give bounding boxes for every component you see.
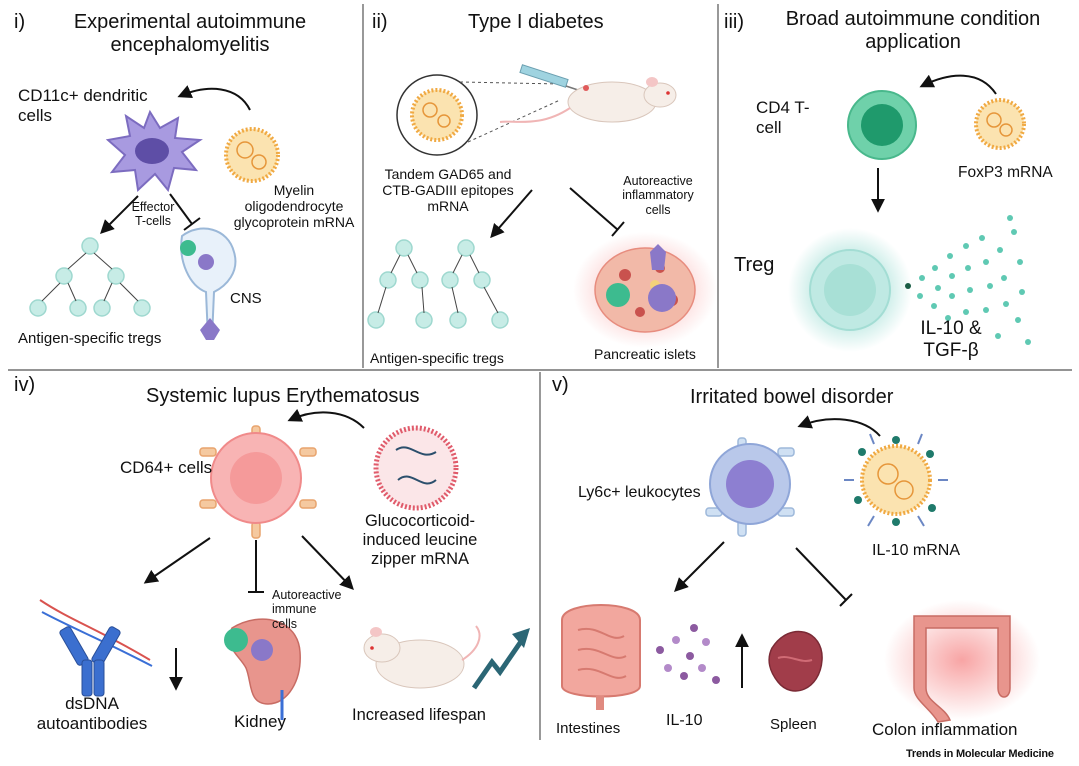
il10-dots	[656, 624, 720, 684]
foxp3-lnp	[974, 98, 1026, 150]
arrow-lnp-to-cd4	[919, 74, 997, 95]
panel-1-number: i)	[14, 11, 26, 33]
arrow-lnp-to-dc	[177, 85, 251, 111]
panel-3-mrna: FoxP3 mRNA	[958, 164, 1053, 181]
panel-5-il10: IL-10	[666, 712, 703, 729]
panel-2-organ: Pancreatic islets	[594, 346, 696, 362]
panel-3-target: CD4 T- cell	[756, 98, 810, 137]
arrow-to-tregs-2	[490, 189, 533, 239]
cd4-cell	[847, 90, 917, 160]
arrow-to-tregs	[100, 195, 139, 234]
panel-3-graphics	[788, 74, 1031, 352]
panel-4-antibodies: dsDNA autoantibodies	[36, 694, 148, 733]
panel-3-treg: Treg	[734, 254, 775, 276]
arrow-to-lifespan	[301, 535, 354, 591]
inhibition-to-islets	[569, 187, 625, 237]
panel-4-number: iv)	[14, 374, 36, 396]
panel-2-title: Type I diabetes	[468, 11, 604, 33]
spleen	[768, 630, 823, 692]
lnp-particle	[224, 127, 280, 183]
panel-2-number: ii)	[372, 11, 388, 33]
mouse-lupus	[363, 625, 481, 689]
inhibition-to-cns	[169, 193, 201, 231]
panel-4-target: CD64+ cells	[120, 458, 213, 477]
panel-2-mrna: Tandem GAD65 and CTB-GADIII epitopes mRN…	[382, 166, 514, 215]
panel-2-result: Antigen-specific tregs	[370, 350, 504, 366]
cns-neuron	[180, 227, 237, 340]
panel-1-mrna: Myelin oligodendrocyte glycoprotein mRNA	[233, 182, 355, 231]
panel-5-intestines: Intestines	[556, 720, 621, 737]
inhibition-to-colon	[795, 547, 853, 607]
cytokine-dots	[905, 215, 1031, 345]
panel-2-graphics	[367, 64, 717, 348]
panel-5-colon: Colon inflammation	[872, 720, 1018, 739]
colon	[884, 600, 1040, 723]
panel-3-title: Broad autoimmune condition application	[785, 8, 1041, 53]
panel-5-target: Ly6c+ leukocytes	[578, 484, 701, 501]
inhibition-to-kidney	[248, 540, 264, 593]
panel-3-number: iii)	[724, 11, 744, 33]
arrow-to-antibodies	[143, 537, 211, 584]
ly6c-cell	[705, 437, 795, 537]
zoom-lnp	[396, 74, 478, 156]
panel-5-title: Irritated bowel disorder	[690, 386, 894, 408]
panel-1-effector: Effector T-cells	[131, 200, 175, 229]
panel-1-graphics	[29, 85, 280, 340]
arrow-lnp-to-cd64	[287, 408, 365, 429]
panel-2-autoreactive: Autoreactive inflammatory cells	[622, 174, 694, 217]
antibody-dna	[39, 599, 153, 697]
panel-4-graphics	[39, 408, 530, 720]
pancreatic-islet	[573, 232, 717, 348]
treg-tree	[29, 237, 151, 317]
panel-4-autoreactive: Autoreactive immune cells	[272, 588, 342, 631]
arrow-lnp-to-ly6c	[797, 415, 881, 437]
arrow-to-intestines	[674, 541, 725, 592]
treg-tree-lines	[41, 252, 139, 302]
intestines	[561, 604, 641, 710]
treg-tree-2	[367, 239, 509, 329]
dendritic-cell	[105, 109, 203, 193]
panel-5-spleen: Spleen	[770, 716, 817, 733]
panel-3-cytokines: IL-10 & TGF-β	[920, 318, 982, 361]
cd64-cell	[199, 425, 317, 539]
treg-tree-2-lines	[377, 254, 499, 314]
panel-4-lifespan: Increased lifespan	[352, 706, 486, 724]
il10-lnp	[844, 433, 948, 527]
panel-5-mrna: IL-10 mRNA	[872, 542, 961, 559]
trend-arrow	[471, 638, 525, 690]
treg-cell	[788, 228, 912, 352]
panel-1-target: CD11c+ dendritic cells	[18, 86, 148, 125]
gilz-lnp	[373, 425, 459, 511]
panel-4-mrna: Glucocorticoid- induced leucine zipper m…	[362, 512, 478, 568]
panel-4-organ: Kidney	[234, 712, 286, 731]
panel-5-number: v)	[552, 374, 569, 396]
panel-4-title: Systemic lupus Erythematosus	[146, 385, 420, 407]
panel-1-title: Experimental autoimmune encephalomyeliti…	[73, 11, 307, 56]
panel-1-result: Antigen-specific tregs	[18, 330, 162, 347]
mouse	[499, 77, 677, 123]
panel-1-cns: CNS	[230, 290, 262, 307]
kidney	[224, 618, 301, 720]
syringe	[519, 64, 585, 93]
credit-label: Trends in Molecular Medicine	[906, 748, 1054, 760]
panel-5-graphics	[561, 415, 1040, 723]
trend-arrow-head	[512, 628, 530, 648]
panel-dividers	[8, 4, 1072, 740]
